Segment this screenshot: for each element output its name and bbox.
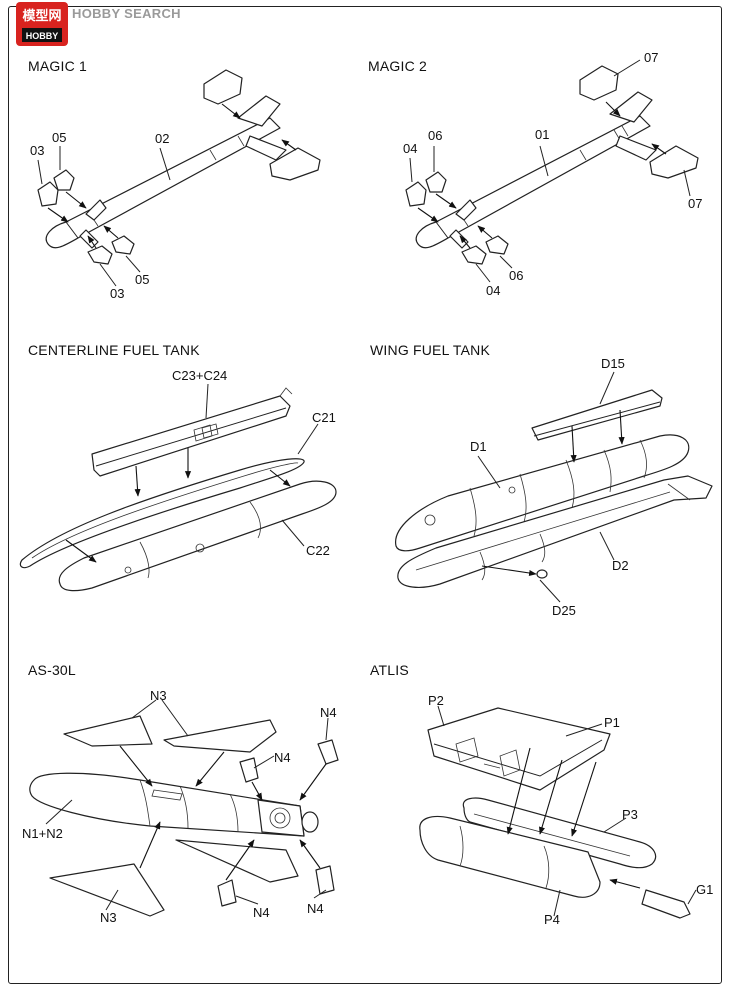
atlis-upper-housing [427, 707, 611, 791]
atlis-lower-pod [419, 797, 691, 919]
title-magic1: MAGIC 1 [28, 58, 87, 74]
label-magic1-03-bottom: 03 [110, 286, 125, 301]
label-n3-top: N3 [150, 688, 167, 703]
label-magic2-07-top: 07 [644, 50, 659, 65]
label-d2: D2 [612, 558, 629, 573]
label-d1: D1 [470, 439, 487, 454]
label-p4: P4 [544, 912, 560, 927]
wing-pylon [531, 389, 663, 441]
label-magic1-05-top: 05 [52, 130, 67, 145]
label-magic1-03-top: 03 [30, 143, 45, 158]
label-d15: D15 [601, 356, 625, 371]
label-p2: P2 [428, 693, 444, 708]
label-n4-bottom: N4 [253, 905, 270, 920]
label-c21: C21 [312, 410, 336, 425]
as30l-leaders [45, 699, 329, 911]
svg-text:模型网: 模型网 [22, 8, 61, 24]
magic1-fin-parts [37, 69, 321, 265]
wing-part-d25 [536, 569, 548, 579]
title-centerline-tank: CENTERLINE FUEL TANK [28, 342, 200, 358]
centerline-tank-lower-half [58, 480, 337, 592]
label-magic2-04-top: 04 [403, 141, 418, 156]
label-n4-middle: N4 [274, 750, 291, 765]
label-c23-c24: C23+C24 [172, 368, 228, 383]
label-magic2-07-bottom: 07 [688, 196, 703, 211]
magic1-leaders [37, 103, 297, 287]
label-c22: C22 [306, 543, 330, 558]
wing-leaders [477, 371, 625, 603]
label-magic2-06-bottom: 06 [509, 268, 524, 283]
title-atlis: ATLIS [370, 662, 409, 678]
svg-text:HOBBY: HOBBY [26, 31, 59, 41]
label-magic2-04-bottom: 04 [486, 283, 501, 298]
as30l-missile-body [29, 772, 319, 837]
label-n1-n2: N1+N2 [22, 826, 63, 841]
label-g1: G1 [696, 882, 714, 897]
logo-badge-icon: 模型网 HOBBY [16, 2, 68, 46]
title-magic2: MAGIC 2 [368, 58, 427, 74]
label-magic2-06-top: 06 [428, 128, 443, 143]
magic1-missile [45, 95, 287, 249]
as30l-small-fins [217, 739, 339, 907]
watermark-logo: 模型网 HOBBY HOBBY SEARCH [0, 0, 181, 48]
label-magic1-02: 02 [155, 131, 170, 146]
title-wing-tank: WING FUEL TANK [370, 342, 490, 358]
centerline-pylon [91, 387, 293, 477]
title-as30l: AS-30L [28, 662, 76, 678]
magic2-fin-parts [405, 65, 699, 265]
label-p1: P1 [604, 715, 620, 730]
label-n4-bottom-right: N4 [307, 901, 324, 916]
logo-brand: HOBBY SEARCH [72, 6, 181, 21]
wing-tank-upper [395, 434, 690, 552]
label-n3-bottom: N3 [100, 910, 117, 925]
label-n4-top-right: N4 [320, 705, 337, 720]
magic2-leaders [409, 59, 691, 283]
label-magic1-05-bottom: 05 [135, 272, 150, 287]
as30l-wings [49, 715, 299, 917]
atlis-leaders [437, 705, 697, 917]
wing-tank-lower [397, 475, 713, 588]
centerline-tank-upper-half [19, 458, 305, 569]
centerline-leaders [65, 383, 319, 563]
page-frame [8, 6, 722, 984]
label-magic2-01: 01 [535, 127, 550, 142]
label-d25: D25 [552, 603, 576, 618]
